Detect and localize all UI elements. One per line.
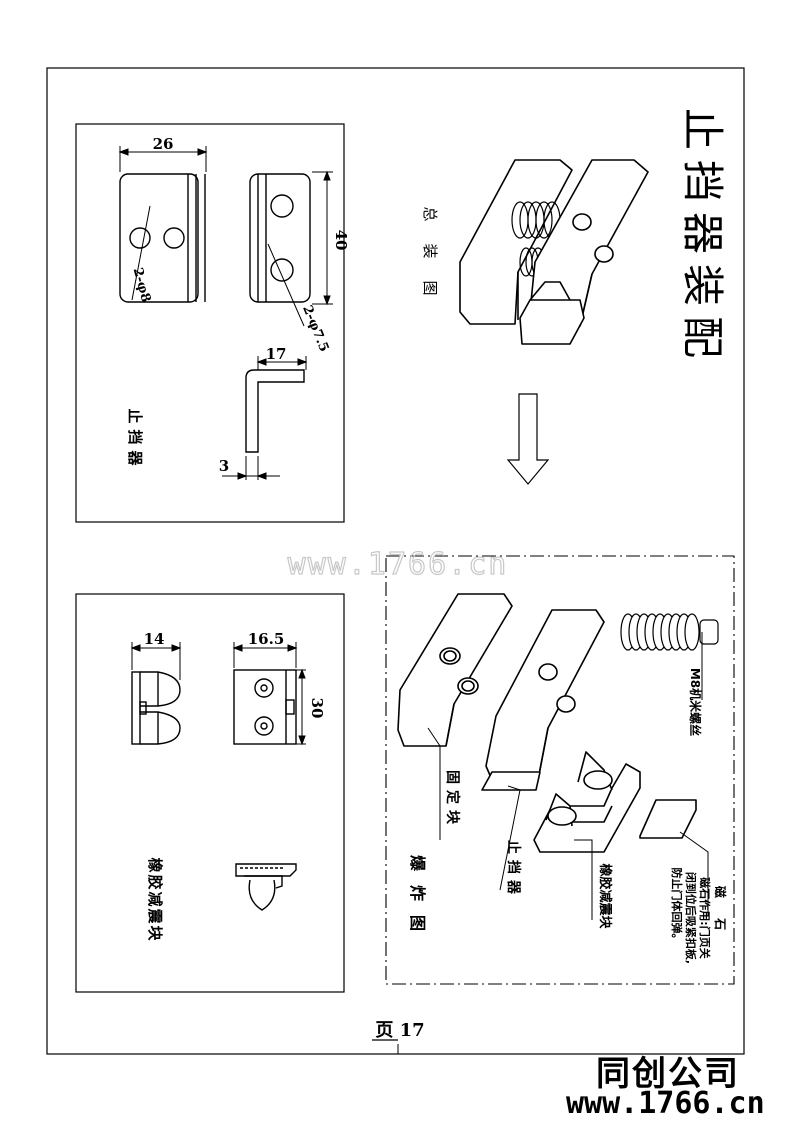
rubber-front-view	[233, 669, 297, 745]
rubber-panel	[75, 593, 345, 993]
dim-label-40: 40	[332, 230, 350, 251]
company-name: 同创公司	[596, 1054, 740, 1094]
drawing-border	[46, 67, 745, 1055]
assembly-hole-upper	[572, 213, 592, 231]
dim-label-30: 30	[308, 698, 326, 719]
stopper-profile-view	[245, 369, 305, 453]
dim-line-17	[256, 356, 308, 370]
assembly-view	[459, 159, 649, 345]
dim-label-hole-small: 2-φ8	[130, 266, 154, 304]
exploded-panel	[385, 555, 735, 985]
exploded-rubber-block	[533, 751, 641, 853]
exploded-screw	[620, 613, 719, 651]
stopper-front-view	[119, 173, 206, 303]
exploded-magnet	[639, 799, 697, 839]
direction-arrow	[506, 393, 550, 485]
dim-line-26	[118, 146, 208, 172]
dim-line-40	[312, 170, 333, 306]
dim-label-17: 17	[266, 345, 287, 363]
company-url: www.1766.cn	[566, 1086, 765, 1121]
leader-hole-large	[267, 243, 305, 327]
dim-label-3: 3	[219, 457, 229, 475]
leader-hole-small	[131, 205, 151, 301]
dim-label-hole-large: 2-φ7.5	[299, 303, 331, 354]
callout-rubber: 橡胶减震块	[597, 863, 613, 929]
callout-magnet-line-3: 防止门体回弹。	[670, 868, 684, 945]
assembly-label: 总装图	[421, 206, 439, 317]
dim-line-16-5	[232, 642, 298, 668]
callout-fixed-block: 固定块	[444, 770, 461, 830]
exploded-leaders	[427, 632, 709, 920]
drawing-title: 止挡器装配	[678, 108, 727, 368]
exploded-stopper	[481, 609, 605, 791]
dim-line-30	[296, 668, 306, 746]
stopper-panel	[75, 123, 345, 523]
stopper-panel-label: 止挡器	[126, 408, 144, 471]
page-label: 页 17	[375, 1020, 424, 1041]
rubber-side-view	[131, 671, 181, 745]
stopper-side-view	[249, 173, 311, 303]
callout-magnet-line-2: 闭到位后吸紧扣板,	[684, 872, 698, 964]
callout-stopper: 止挡器	[505, 840, 522, 900]
watermark: www.1766.cn	[288, 547, 509, 582]
callout-screw: M8机米螺丝	[688, 668, 703, 736]
dim-label-16-5: 16.5	[248, 630, 285, 648]
rubber-panel-label: 橡胶减震块	[146, 857, 164, 942]
rubber-section-view	[235, 863, 297, 911]
exploded-fixed-block	[397, 593, 513, 747]
callout-magnet-title: 磁 石	[713, 885, 728, 938]
dim-label-14: 14	[144, 630, 165, 648]
dim-label-26: 26	[153, 135, 174, 153]
exploded-label: 爆炸图	[408, 855, 427, 945]
dim-line-14	[130, 642, 182, 680]
assembly-hole-lower	[594, 245, 614, 263]
callout-magnet-line-1: 磁石作用:门页关	[698, 877, 712, 958]
dim-line-3	[222, 456, 280, 480]
